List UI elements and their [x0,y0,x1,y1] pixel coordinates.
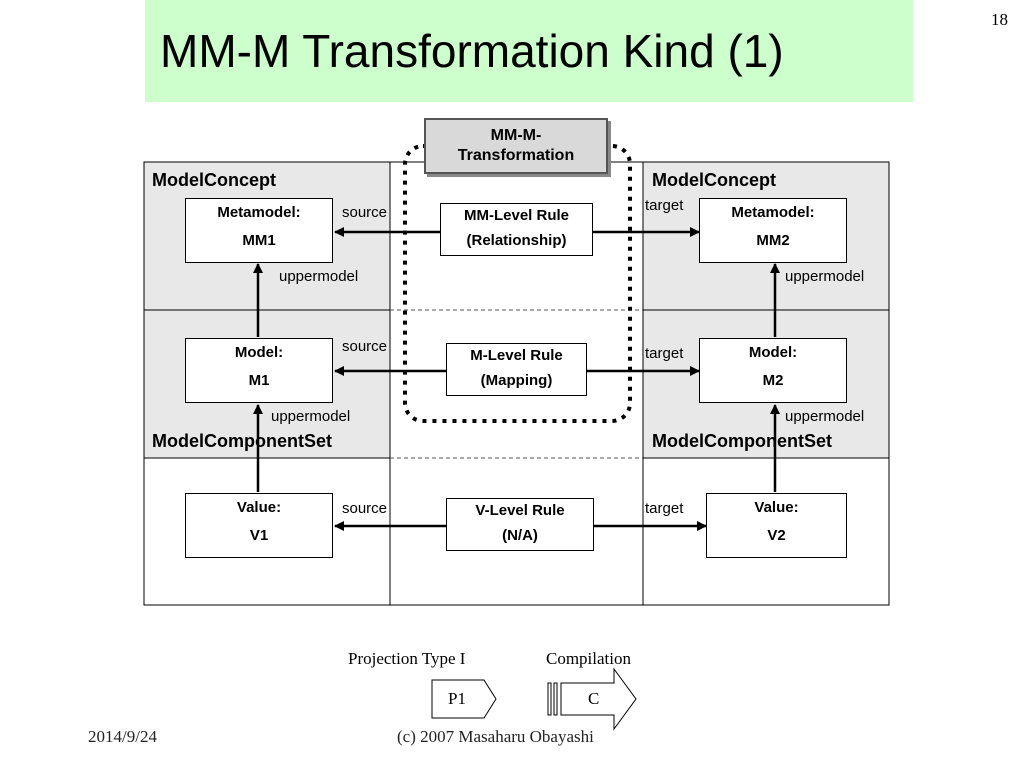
value-v1-line2: V1 [249,527,269,544]
metamodel-mm2-line1: Metamodel: [731,204,815,221]
value-v2-box: Value: V2 [706,493,847,558]
label-target-mm: target [645,197,684,214]
label-uppermodel-right-m: uppermodel [785,408,865,425]
model-m2-box: Model: M2 [699,338,847,403]
footer-author: (c) 2007 Masaharu Obayashi [397,727,594,746]
m-level-rule-box: M-Level Rule (Mapping) [446,343,587,396]
compilation-bar-2 [553,682,558,716]
mm-level-rule-line1: MM-Level Rule [463,207,569,224]
value-v2-line1: Value: [754,499,799,516]
value-v2-line2: V2 [767,527,786,544]
grid-cell-right-mid [642,309,890,459]
label-uppermodel-left-mm: uppermodel [279,268,359,285]
mm-level-rule-line2: (Relationship) [466,232,567,249]
transformation-line1: MM-M- [490,127,542,144]
transformation-line2: Transformation [457,147,575,164]
title-bar [145,0,913,102]
section-model-concept-left: ModelConcept [152,170,276,190]
mm-level-rule-box: MM-Level Rule (Relationship) [440,203,593,256]
legend-projection-symbol: P1 [448,689,466,708]
page-number: 18 [991,10,1008,29]
model-m2-line2: M2 [762,372,784,389]
footer-date: 2014/9/24 [88,727,157,746]
v-level-rule-line2: (N/A) [502,527,538,544]
label-uppermodel-right-mm: uppermodel [785,268,865,285]
label-source-mm: source [342,204,388,221]
transformation-boundary [403,144,632,423]
section-model-concept-right: ModelConcept [652,170,776,190]
metamodel-mm1-box: Metamodel: MM1 [185,198,333,263]
model-m1-box: Model: M1 [185,338,333,403]
metamodel-mm2-line2: MM2 [756,232,790,249]
legend-compilation-label: Compilation [546,649,631,668]
v-level-rule-line1: V-Level Rule [475,502,565,519]
model-m1-line1: Model: [234,344,284,361]
m-level-rule-line2: (Mapping) [480,372,553,389]
compilation-bar-1 [547,682,552,716]
v-level-rule-box: V-Level Rule (N/A) [446,498,594,551]
model-m1-line2: M1 [248,372,270,389]
label-source-v: source [342,500,388,517]
projection-symbol-shape [431,679,497,719]
section-model-component-set-right: ModelComponentSet [652,431,832,451]
legend-projection-label: Projection Type I [348,649,466,668]
value-v1-line1: Value: [236,499,282,516]
label-source-m: source [342,338,388,355]
model-m2-line1: Model: [748,344,798,361]
metamodel-mm1-line1: Metamodel: [217,204,301,221]
compilation-symbol-shape [560,667,637,731]
legend-compilation-symbol: C [588,689,600,708]
m-level-rule-line1: M-Level Rule [470,347,563,364]
label-target-v: target [645,500,684,517]
label-uppermodel-left-m: uppermodel [271,408,351,425]
metamodel-mm1-line2: MM1 [242,232,276,249]
value-v1-box: Value: V1 [185,493,333,558]
label-target-m: target [645,345,684,362]
metamodel-mm2-box: Metamodel: MM2 [699,198,847,263]
mm-m-transformation-box: MM-M- Transformation [424,118,608,174]
section-model-component-set-left: ModelComponentSet [152,431,332,451]
slide-title: MM-M Transformation Kind (1) [160,25,784,77]
